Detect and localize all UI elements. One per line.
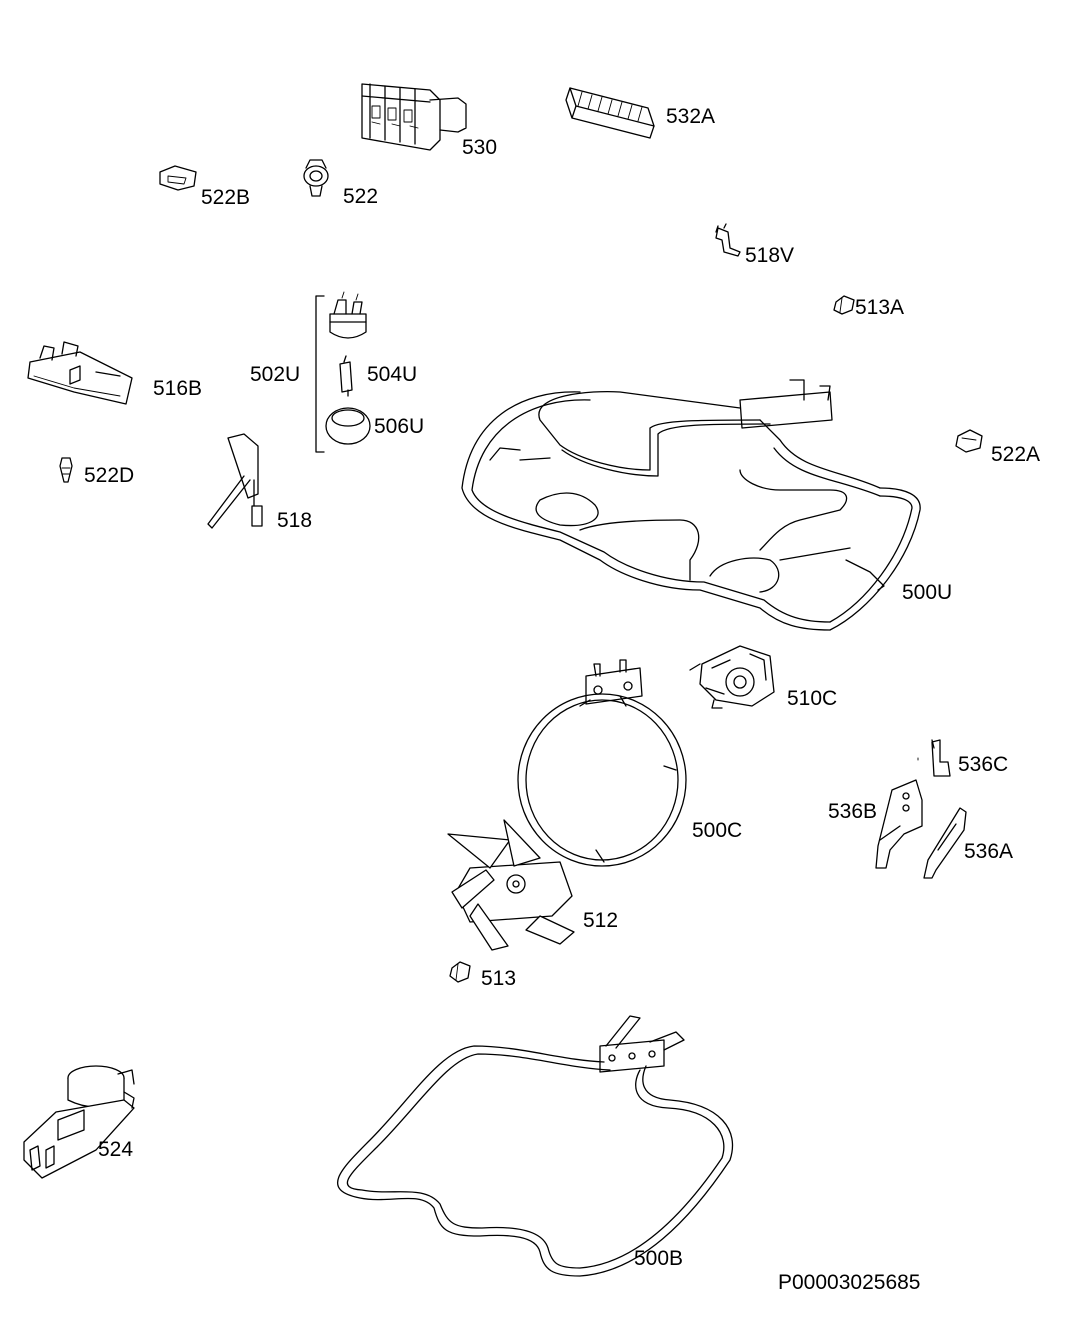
part-522D-screw [59, 457, 73, 483]
document-code: P00003025685 [778, 1271, 921, 1294]
label-506U: 506U [374, 415, 425, 438]
label-500U: 500U [902, 581, 953, 604]
label-522B: 522B [201, 186, 251, 209]
part-518V-clip [715, 223, 741, 257]
part-500C-circular-heating-element [517, 659, 687, 867]
label-524: 524 [98, 1138, 134, 1161]
label-522A: 522A [991, 443, 1041, 466]
part-502U-lamp-holder [329, 291, 367, 339]
part-510C-fan-motor [689, 645, 775, 709]
part-536A-hinge-rail [923, 807, 967, 879]
part-522B-bracket [159, 165, 197, 191]
part-500B-bottom-heating-element [337, 1015, 734, 1277]
part-513-nut [449, 961, 471, 983]
part-504U-cover [339, 355, 353, 397]
label-500C: 500C [692, 819, 743, 842]
label-513A: 513A [855, 296, 905, 319]
label-532A: 532A [666, 105, 716, 128]
label-502U: 502U [250, 363, 301, 386]
label-536B: 536B [828, 800, 878, 823]
label-518V: 518V [745, 244, 795, 267]
label-504U: 504U [367, 363, 418, 386]
label-512: 512 [583, 909, 619, 932]
label-510C: 510C [787, 687, 838, 710]
part-524-thermostat [23, 1065, 135, 1179]
part-522-lamp-socket [303, 159, 329, 197]
part-502U-group-bracket [315, 295, 325, 453]
label-513: 513 [481, 967, 517, 990]
label-536C: 536C [958, 753, 1009, 776]
part-536B-hinge-bracket [875, 779, 923, 869]
part-506U-lamp-glass [325, 407, 371, 445]
part-500U-top-heating-element [461, 379, 921, 631]
label-516B: 516B [153, 377, 203, 400]
label-522D: 522D [84, 464, 135, 487]
label-522: 522 [343, 185, 379, 208]
label-500B: 500B [634, 1247, 684, 1270]
label-530: 530 [462, 136, 498, 159]
part-512-fan-blade [447, 819, 575, 951]
part-513A-nut [833, 295, 855, 315]
part-522A-clip [955, 429, 983, 453]
part-532A-connector-strip [565, 87, 655, 139]
part-518-temperature-sensor [207, 433, 263, 529]
label-518: 518 [277, 509, 313, 532]
part-536C-clip [931, 739, 951, 777]
part-516B-control-board [27, 341, 133, 405]
label-536A: 536A [964, 840, 1014, 863]
part-530-terminal-block [361, 83, 467, 151]
